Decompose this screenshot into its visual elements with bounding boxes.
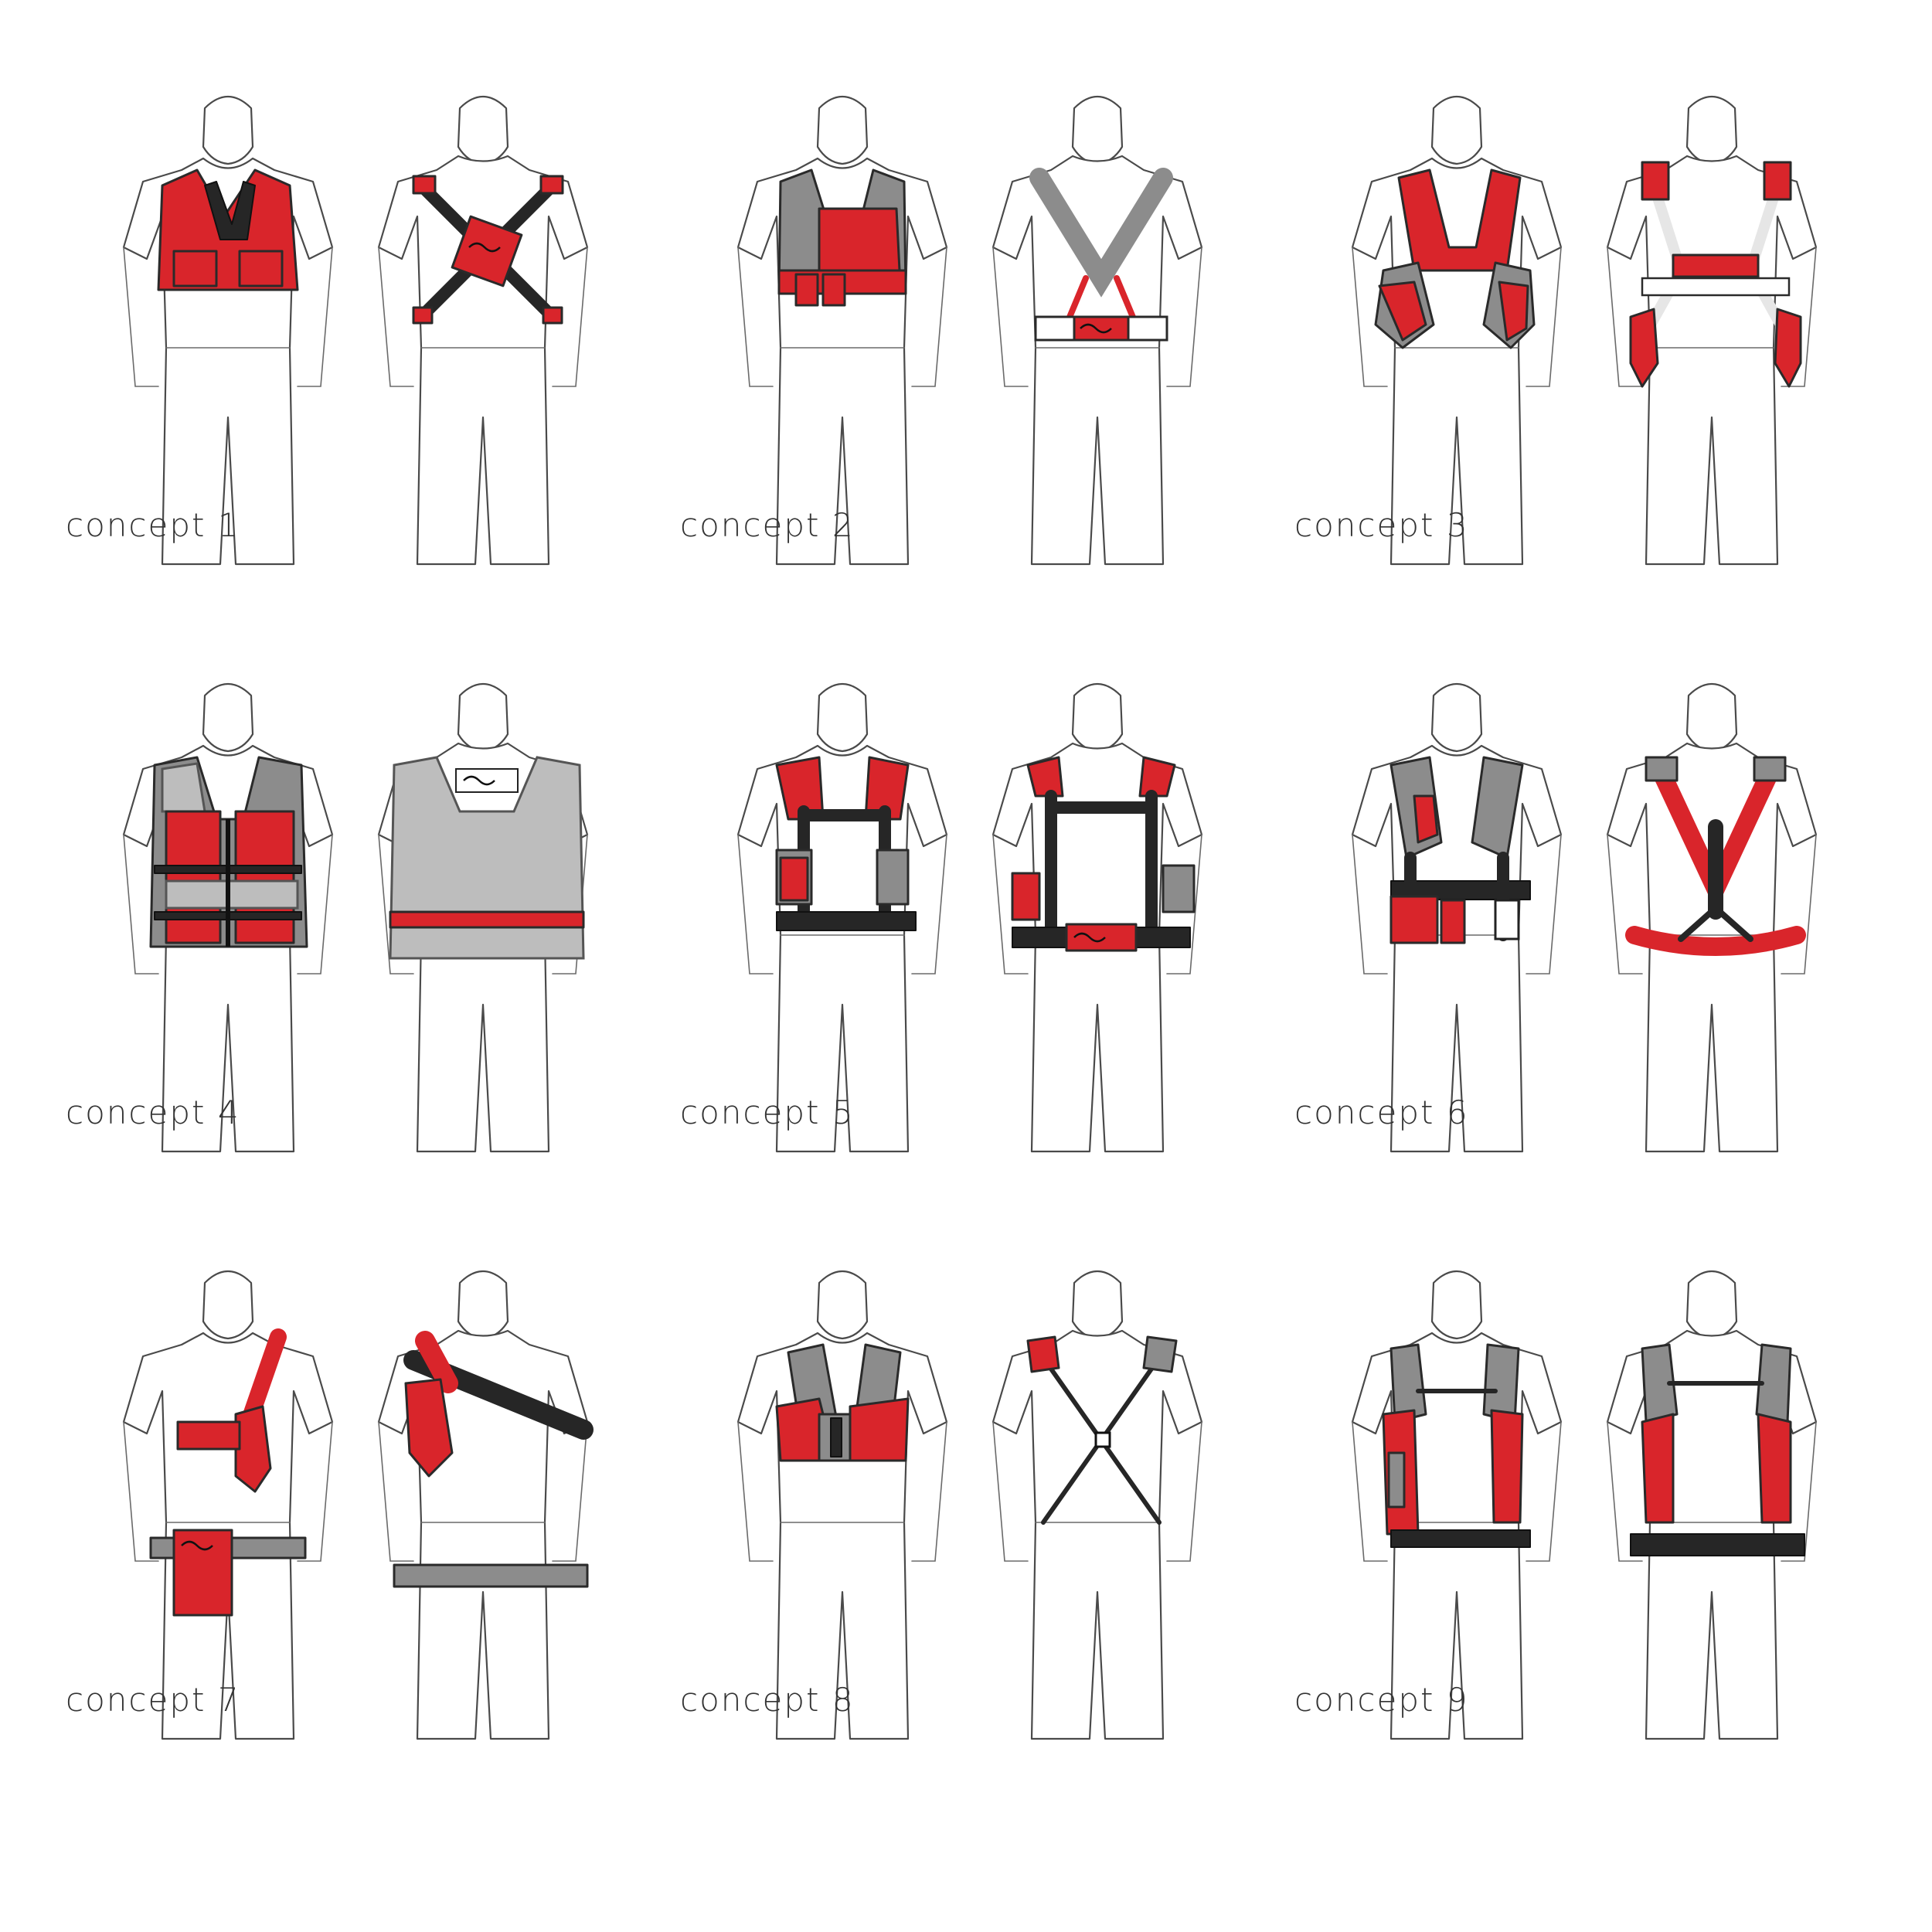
concept-3-label: concept 3 <box>1294 506 1469 544</box>
concept-9-panel: concept 9 <box>1294 1175 1897 1747</box>
concept-7-illustration <box>122 1270 594 1740</box>
concept-5-panel: concept 5 <box>680 587 1283 1159</box>
concept-3-illustration <box>1351 95 1818 566</box>
concept-2-label: concept 2 <box>680 506 855 544</box>
concept-2-illustration <box>736 95 1203 566</box>
concept-5-label: concept 5 <box>680 1094 855 1131</box>
concept-4-illustration <box>122 682 589 1153</box>
concept-6-label: concept 6 <box>1294 1094 1469 1131</box>
concept-4-label: concept 4 <box>66 1094 240 1131</box>
concept-9-illustration <box>1351 1270 1818 1740</box>
concept-9-label: concept 9 <box>1294 1681 1469 1719</box>
concept-7-panel: concept 7 <box>66 1175 668 1747</box>
concept-8-illustration <box>736 1270 1203 1740</box>
concept-4-panel: concept 4 <box>66 587 668 1159</box>
concept-8-panel: concept 8 <box>680 1175 1283 1747</box>
concept-6-panel: concept 6 <box>1294 587 1897 1159</box>
concept-7-label: concept 7 <box>66 1681 240 1719</box>
concept-5-illustration <box>736 682 1203 1153</box>
concept-6-illustration <box>1351 682 1818 1153</box>
concept-2-panel: concept 2 <box>680 0 1283 572</box>
concept-1-label: concept 1 <box>66 506 240 544</box>
concept-1-panel: concept 1 <box>66 0 668 572</box>
concept-3-panel: concept 3 <box>1294 0 1897 572</box>
concept-8-label: concept 8 <box>680 1681 855 1719</box>
concept-1-illustration <box>122 95 589 566</box>
